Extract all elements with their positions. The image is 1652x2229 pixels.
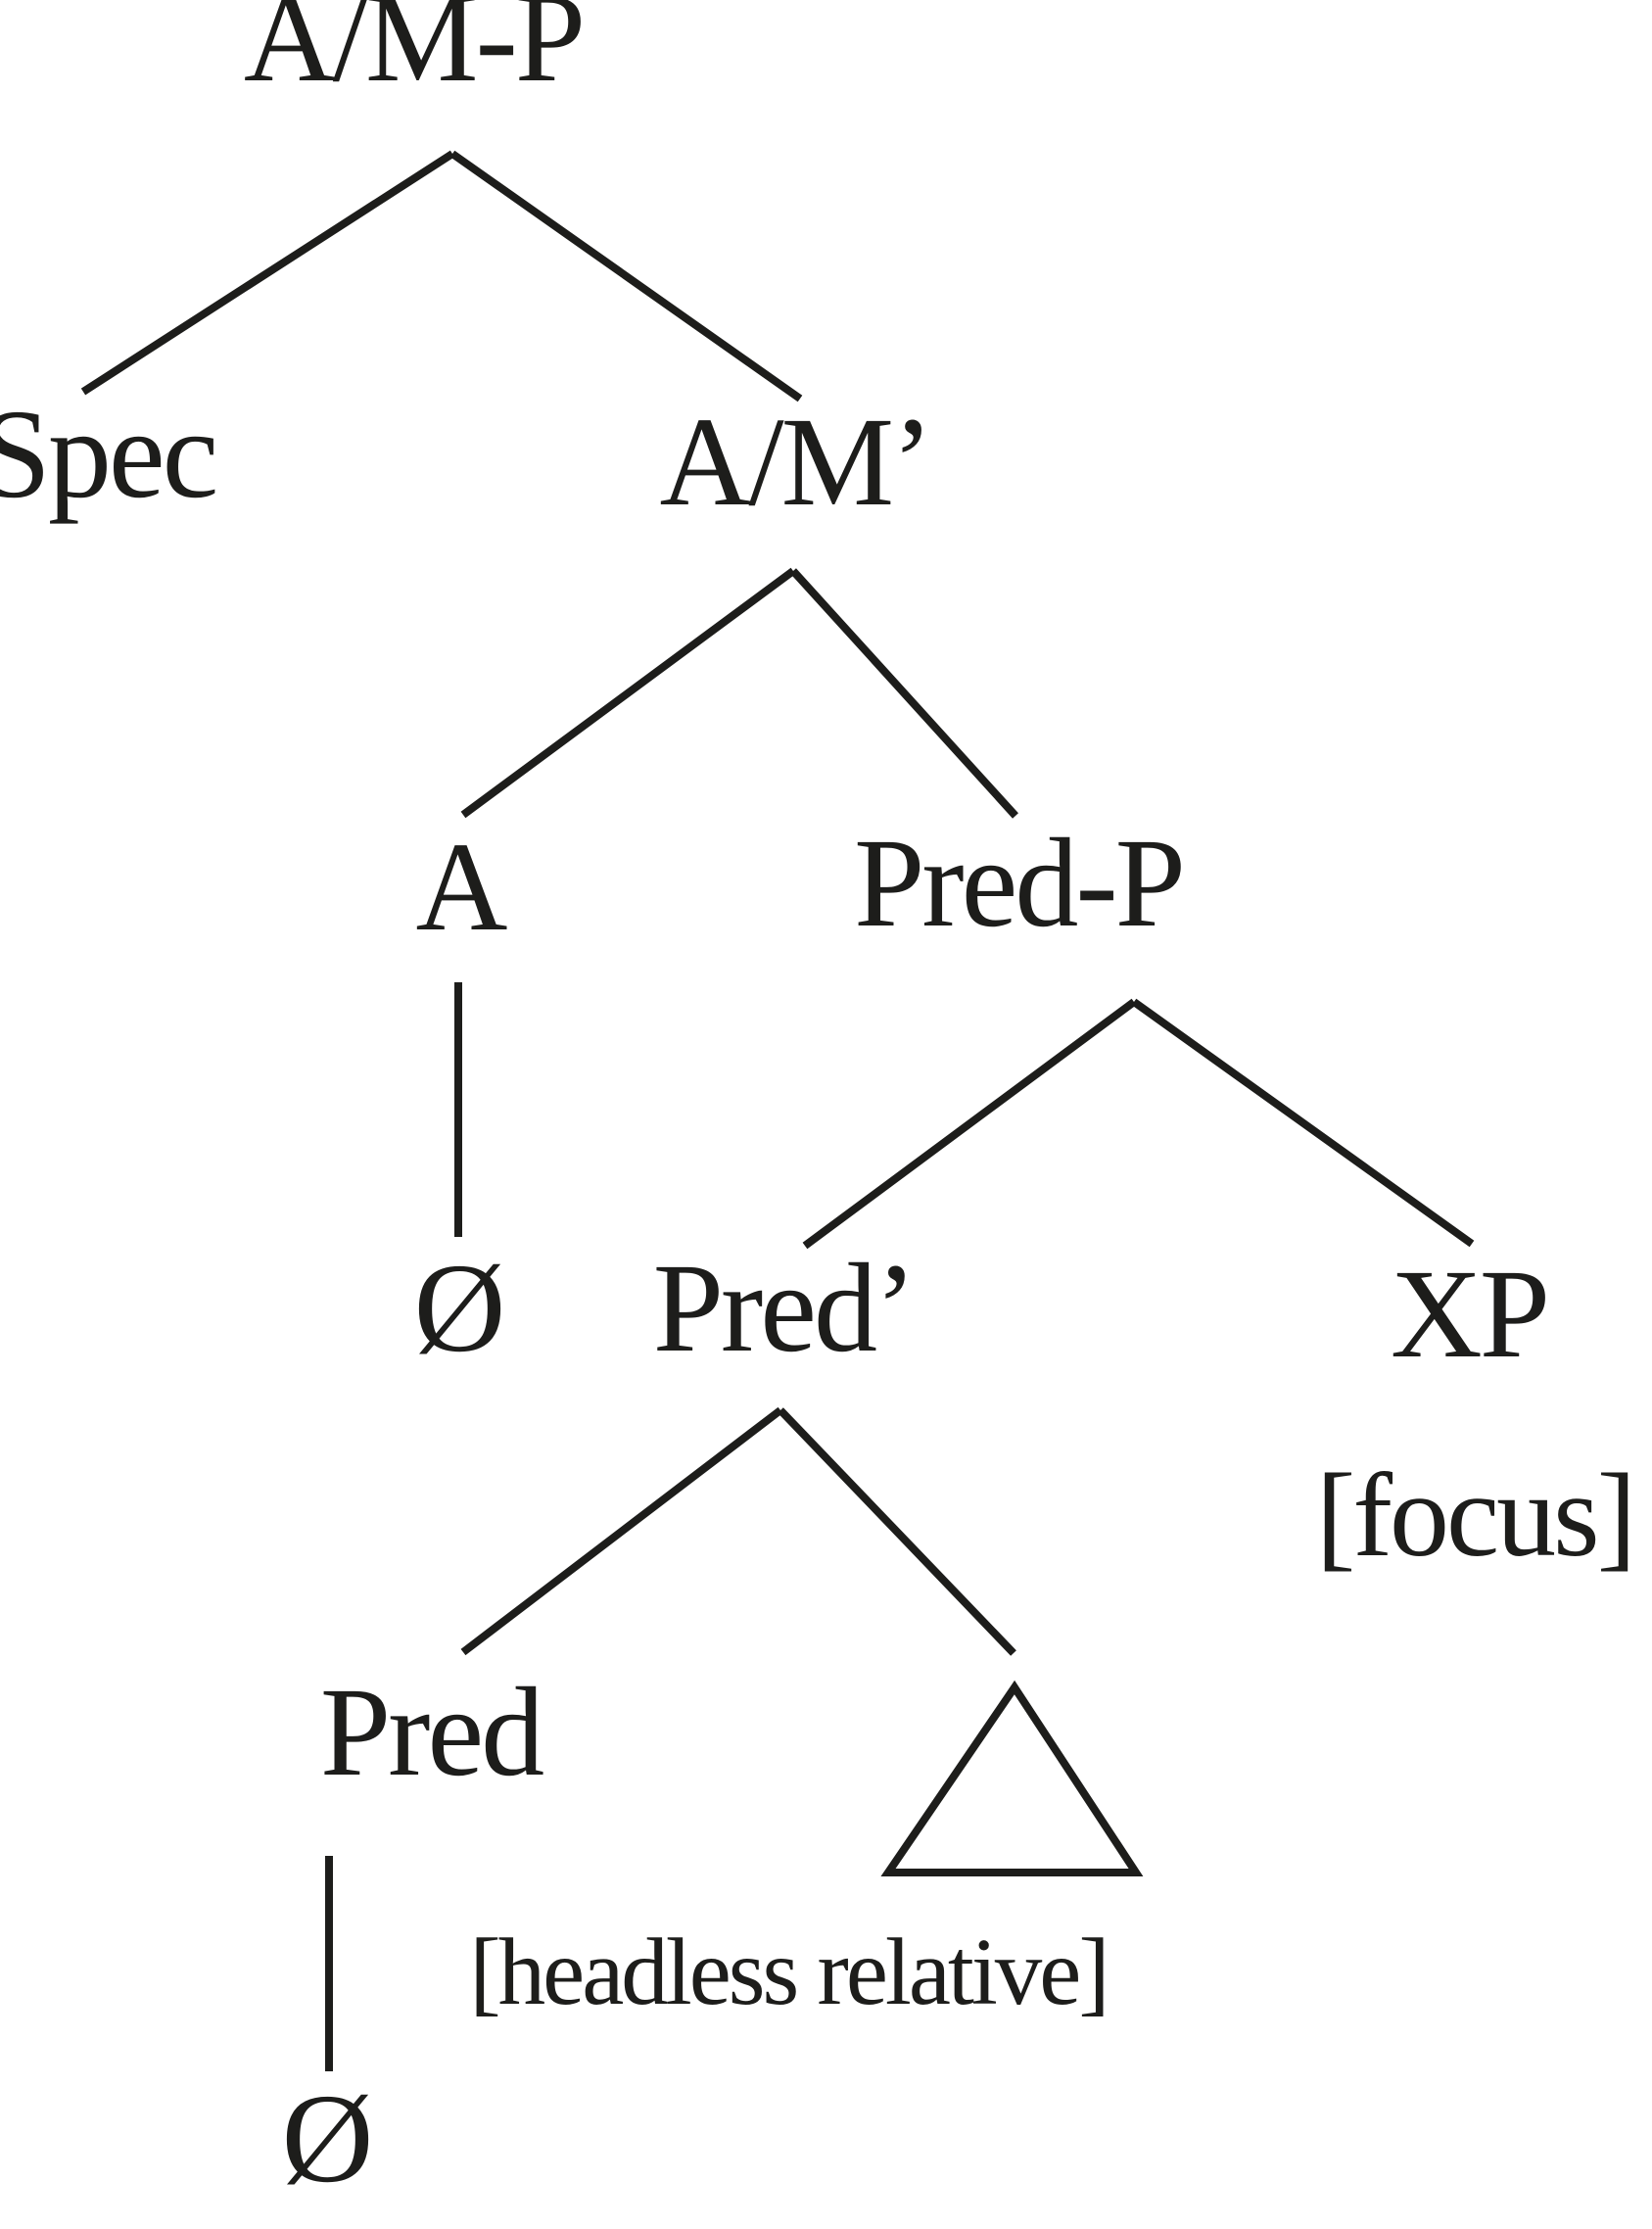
node-label-pred: Pred	[319, 1662, 544, 1803]
node-label-pred-bar: Pred’	[652, 1238, 918, 1379]
node-label-spec: Spec	[0, 384, 218, 525]
node-label-am-p: A/M-P	[243, 0, 586, 109]
node-label-headless: [headless relative]	[469, 1920, 1109, 2024]
node-label-xp: XP	[1390, 1244, 1550, 1385]
edge-predp-predbar	[802, 998, 1137, 1250]
node-label-null-lower: Ø	[281, 2068, 374, 2209]
edge-predp-xp	[1131, 998, 1475, 1248]
edge-amp-spec	[80, 150, 455, 396]
node-label-pred-p: Pred-P	[854, 813, 1186, 954]
node-label-am-bar: A/M’	[659, 392, 934, 533]
edge-predbar-triangle	[778, 1407, 1016, 1656]
headless-relative-triangle	[880, 1680, 1144, 1876]
node-label-a: A	[415, 817, 508, 958]
node-label-null-upper: Ø	[413, 1238, 506, 1379]
edge-ambar-a	[460, 567, 796, 819]
node-label-focus: [focus]	[1315, 1449, 1637, 1582]
edge-ambar-predp	[790, 568, 1018, 819]
edge-amp-ambar	[449, 150, 803, 403]
edge-predbar-pred	[460, 1406, 783, 1656]
